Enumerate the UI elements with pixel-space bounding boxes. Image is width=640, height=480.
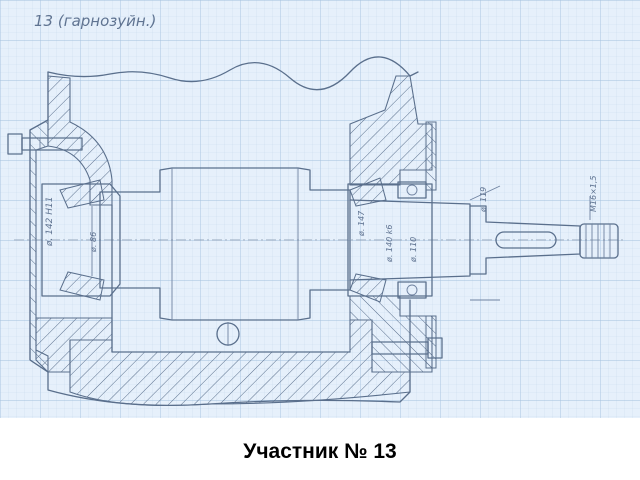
technical-drawing: 13 (гарнозуйн.)	[0, 0, 640, 418]
dim-collar: ø. 110	[409, 237, 418, 263]
bearing-right	[347, 177, 433, 303]
dim-outer-seat: ø. 142 Н11	[45, 197, 55, 248]
dim-bore-left: ø. 86	[89, 232, 98, 253]
participant-caption: Участник № 13	[243, 440, 397, 463]
dim-bearing-right: ø. 140 k6	[385, 224, 394, 263]
dim-shaft-mid: ø. 147	[357, 210, 366, 237]
bolt-right	[371, 337, 443, 359]
bolt-left	[7, 133, 83, 155]
header-note: 13 (гарнозуйн.)	[34, 12, 156, 30]
bearing-left	[41, 179, 121, 301]
dim-shaft-end: ø. 119	[479, 187, 488, 213]
dim-thread: М16×1,5	[589, 175, 598, 212]
